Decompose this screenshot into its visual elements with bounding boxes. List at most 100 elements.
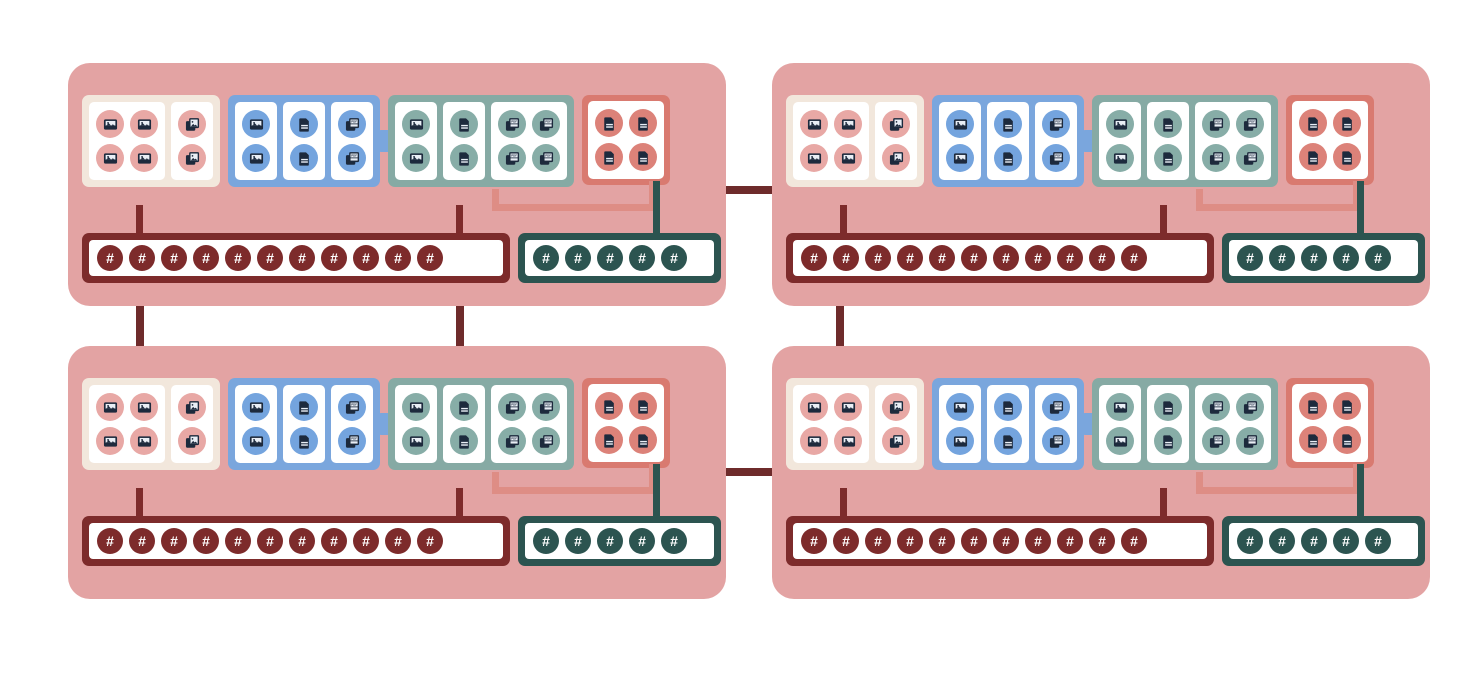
group-beige[interactable] bbox=[82, 378, 220, 470]
cell-blue-documents[interactable] bbox=[283, 102, 325, 180]
svg-text:PDF: PDF bbox=[1055, 436, 1061, 440]
group-beige[interactable] bbox=[82, 95, 220, 187]
hash-token: # bbox=[353, 528, 379, 554]
cell-blue-documents[interactable] bbox=[987, 385, 1029, 463]
document-icon bbox=[1154, 427, 1182, 455]
cell-teal-documents[interactable] bbox=[1147, 102, 1189, 180]
cell-beige-copies[interactable] bbox=[171, 102, 213, 180]
document-icon bbox=[1154, 110, 1182, 138]
cell-teal-documents[interactable] bbox=[443, 102, 485, 180]
bar-track: ##### bbox=[525, 240, 714, 276]
pdf-stack-icon: PDF bbox=[338, 427, 366, 455]
cell-red-documents[interactable] bbox=[588, 384, 664, 462]
group-beige[interactable] bbox=[786, 95, 924, 187]
hash-token: # bbox=[801, 245, 827, 271]
image-icon bbox=[1106, 427, 1134, 455]
wire-teal-to-hash-bar bbox=[456, 488, 463, 524]
bar-dark-teal[interactable]: ##### bbox=[518, 233, 721, 283]
document-icon bbox=[450, 427, 478, 455]
image-icon bbox=[946, 110, 974, 138]
bar-track: ########### bbox=[89, 240, 503, 276]
cell-beige-images[interactable] bbox=[793, 385, 869, 463]
cell-teal-documents[interactable] bbox=[1147, 385, 1189, 463]
cell-red-documents[interactable] bbox=[588, 101, 664, 179]
cell-beige-copies[interactable] bbox=[875, 102, 917, 180]
group-red[interactable] bbox=[1286, 378, 1374, 468]
cell-blue-images[interactable] bbox=[235, 385, 277, 463]
svg-text:PDF: PDF bbox=[351, 436, 357, 440]
svg-text:PDF: PDF bbox=[545, 153, 551, 157]
cell-teal-images[interactable] bbox=[395, 385, 437, 463]
bar-dark-red[interactable]: ########### bbox=[786, 516, 1214, 566]
cell-beige-copies[interactable] bbox=[171, 385, 213, 463]
cell-beige-images[interactable] bbox=[89, 102, 165, 180]
svg-text:PDF: PDF bbox=[351, 153, 357, 157]
group-red[interactable] bbox=[1286, 95, 1374, 185]
cell-beige-copies[interactable] bbox=[875, 385, 917, 463]
bar-dark-red[interactable]: ########### bbox=[82, 233, 510, 283]
svg-text:PDF: PDF bbox=[1215, 402, 1221, 406]
hash-token: # bbox=[565, 528, 591, 554]
group-red[interactable] bbox=[582, 95, 670, 185]
bar-dark-red[interactable]: ########### bbox=[82, 516, 510, 566]
bar-dark-teal[interactable]: ##### bbox=[1222, 516, 1425, 566]
cell-blue-documents[interactable] bbox=[987, 102, 1029, 180]
document-icon bbox=[450, 110, 478, 138]
bar-dark-teal[interactable]: ##### bbox=[518, 516, 721, 566]
cell-blue-images[interactable] bbox=[939, 385, 981, 463]
cell-beige-images[interactable] bbox=[89, 385, 165, 463]
cell-teal-images[interactable] bbox=[1099, 385, 1141, 463]
image-icon bbox=[96, 393, 124, 421]
image-icon bbox=[402, 110, 430, 138]
cell-red-documents[interactable] bbox=[1292, 384, 1368, 462]
svg-text:PDF: PDF bbox=[545, 119, 551, 123]
hash-token: # bbox=[129, 245, 155, 271]
bar-dark-red[interactable]: ########### bbox=[786, 233, 1214, 283]
document-icon bbox=[629, 426, 657, 454]
hash-token: # bbox=[289, 245, 315, 271]
cell-teal-documents[interactable] bbox=[443, 385, 485, 463]
bar-dark-teal[interactable]: ##### bbox=[1222, 233, 1425, 283]
image-icon bbox=[946, 393, 974, 421]
cell-blue-documents[interactable] bbox=[283, 385, 325, 463]
image-icon bbox=[1106, 393, 1134, 421]
cell-beige-images[interactable] bbox=[793, 102, 869, 180]
cell-blue-images[interactable] bbox=[939, 102, 981, 180]
hash-token: # bbox=[629, 245, 655, 271]
group-red[interactable] bbox=[582, 378, 670, 468]
copy-stack-icon bbox=[178, 427, 206, 455]
cell-blue-images[interactable] bbox=[235, 102, 277, 180]
wire-beige-to-hash-bar bbox=[840, 205, 847, 241]
hash-token: # bbox=[961, 245, 987, 271]
cell-teal-images[interactable] bbox=[1099, 102, 1141, 180]
hash-token: # bbox=[257, 528, 283, 554]
cell-red-documents[interactable] bbox=[1292, 101, 1368, 179]
link-top-left-to-bottom-left-b bbox=[456, 305, 464, 353]
group-beige[interactable] bbox=[786, 378, 924, 470]
cell-teal-images[interactable] bbox=[395, 102, 437, 180]
hash-token: # bbox=[193, 528, 219, 554]
